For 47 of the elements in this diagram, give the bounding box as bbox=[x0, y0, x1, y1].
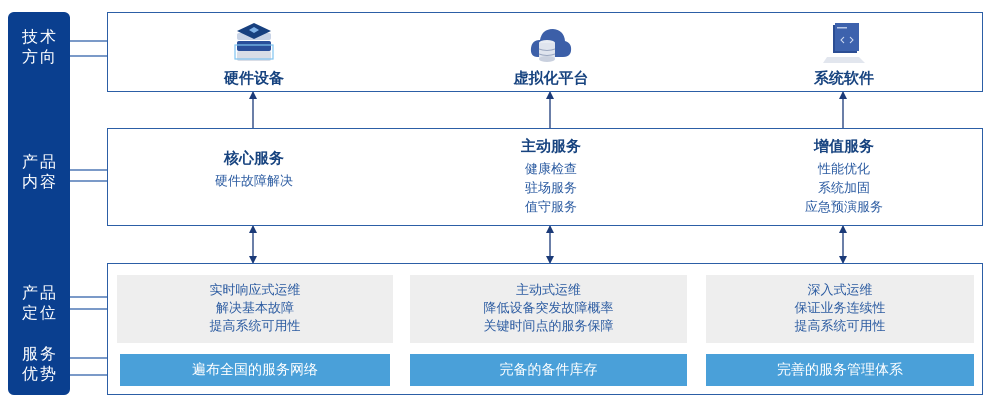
card-text: 深入式运维 bbox=[808, 282, 872, 300]
arrow bbox=[546, 225, 554, 264]
card-text: 关键时间点的服务保障 bbox=[484, 318, 614, 336]
card-text: 提高系统可用性 bbox=[210, 318, 300, 336]
card-text: 实时响应式运维 bbox=[210, 282, 300, 300]
node-label: 硬件设备 bbox=[224, 69, 284, 88]
connector-line bbox=[70, 55, 107, 57]
connector-line bbox=[70, 169, 107, 171]
row-label: 技术方向 bbox=[8, 22, 70, 72]
arrow bbox=[249, 225, 257, 264]
connector-line bbox=[70, 374, 107, 376]
node-label: 虚拟化平台 bbox=[514, 69, 588, 88]
feature-bar: 遍布全国的服务网络 bbox=[120, 354, 390, 386]
row-label: 产品内容 bbox=[8, 147, 70, 197]
card-text: 解决基本故障 bbox=[216, 300, 294, 318]
layer-panel bbox=[107, 12, 983, 92]
service-item: 驻场服务 bbox=[525, 180, 577, 198]
service-title: 主动服务 bbox=[521, 137, 581, 156]
layer-panel bbox=[107, 128, 983, 226]
connector-line bbox=[70, 180, 107, 182]
service-title: 增值服务 bbox=[814, 137, 874, 156]
node-label: 系统软件 bbox=[814, 69, 874, 88]
card-text: 保证业务连续性 bbox=[794, 300, 886, 318]
connector-line bbox=[70, 296, 107, 298]
layer-panel bbox=[107, 263, 983, 395]
service-item: 性能优化 bbox=[818, 161, 870, 179]
arrow bbox=[249, 91, 257, 128]
card-text: 主动式运维 bbox=[516, 282, 581, 300]
sidebar-band bbox=[8, 12, 70, 395]
arrow bbox=[839, 91, 847, 128]
row-label: 产品定位 bbox=[8, 280, 70, 326]
service-item: 值守服务 bbox=[525, 199, 577, 217]
feature-bar: 完善的服务管理体系 bbox=[706, 354, 974, 386]
connector-line bbox=[70, 40, 107, 42]
service-item: 硬件故障解决 bbox=[215, 173, 293, 191]
connector-line bbox=[70, 357, 107, 359]
card-text: 提高系统可用性 bbox=[794, 318, 886, 336]
service-item: 系统加固 bbox=[818, 180, 870, 198]
service-item: 健康检查 bbox=[525, 161, 577, 179]
feature-bar: 完备的备件库存 bbox=[410, 354, 687, 386]
arrow bbox=[839, 225, 847, 264]
arrow bbox=[546, 91, 554, 128]
card-text: 降低设备突发故障概率 bbox=[484, 300, 614, 318]
service-title: 核心服务 bbox=[224, 149, 284, 168]
service-item: 应急预演服务 bbox=[805, 199, 883, 217]
connector-line bbox=[70, 308, 107, 310]
row-label: 服务优势 bbox=[8, 339, 70, 389]
